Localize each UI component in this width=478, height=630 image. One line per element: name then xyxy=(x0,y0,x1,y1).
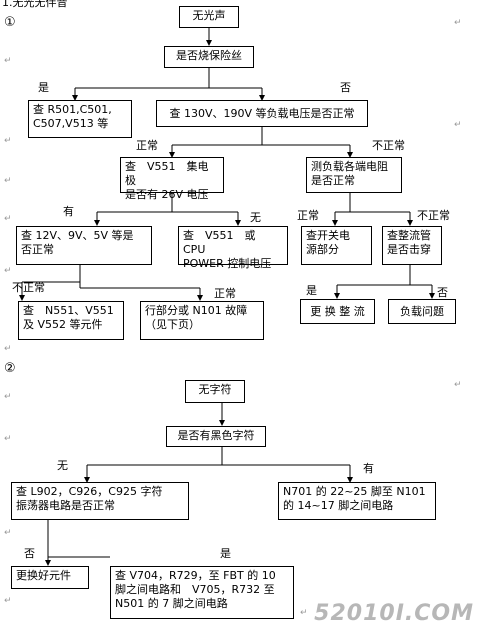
node-black-char: 是否有黑色字符 xyxy=(166,426,266,447)
return-mark: ↵ xyxy=(300,608,308,618)
header-cut-text: 1.无光无伴音 xyxy=(2,0,68,9)
label-no-rectifier: 否 xyxy=(437,286,448,299)
label-abnormal-load: 不正常 xyxy=(417,209,450,222)
node-no-char: 无字符 xyxy=(185,380,245,403)
node-line-n101: 行部分或 N101 故障 （见下页） xyxy=(140,301,264,340)
label-have-26v: 有 xyxy=(63,205,74,218)
return-mark: ↵ xyxy=(4,176,12,186)
return-mark: ↵ xyxy=(4,56,12,66)
label-none-26v: 无 xyxy=(250,211,261,224)
return-mark: ↵ xyxy=(454,120,462,130)
node-load-problem: 负载问题 xyxy=(388,299,456,324)
label-abnormal-12v: 不正常 xyxy=(12,281,45,294)
return-mark: ↵ xyxy=(454,380,462,390)
label-none-black: 无 xyxy=(57,459,68,472)
section2-number: ② xyxy=(4,361,16,376)
node-check-v551: 查 V551 集电极 是否有 26V 电压 xyxy=(120,157,224,201)
label-normal-12v: 正常 xyxy=(214,287,236,300)
return-mark: ↵ xyxy=(4,528,12,538)
label-abnormal-130v: 不正常 xyxy=(372,139,405,152)
node-measure-load: 测负载各端电阻 是否正常 xyxy=(306,157,402,193)
node-check-cpu-power: 查 V551 或 CPU POWER 控制电压 xyxy=(178,226,288,270)
node-n701: N701 的 22~25 脚至 N101 的 14~17 脚之间电路 xyxy=(278,482,436,520)
label-yes-rectifier: 是 xyxy=(306,284,317,297)
section1-number: ① xyxy=(4,15,16,30)
return-mark: ↵ xyxy=(4,434,12,444)
return-mark: ↵ xyxy=(4,596,12,606)
return-mark: ↵ xyxy=(4,136,12,146)
node-replace-rectifier: 更 换 整 流 xyxy=(300,299,375,324)
node-check-130v: 查 130V、190V 等负载电压是否正常 xyxy=(156,100,368,127)
node-check-rectifier: 查整流管 是否击穿 xyxy=(382,226,442,265)
return-mark: ↵ xyxy=(454,18,462,28)
node-no-light: 无光声 xyxy=(179,6,239,28)
node-check-v704: 查 V704，R729，至 FBT 的 10 脚之间电路和 V705，R732 … xyxy=(110,566,294,619)
node-check-12v: 查 12V、9V、5V 等是 否正常 xyxy=(16,226,152,265)
node-check-switch-power: 查开关电 源部分 xyxy=(301,226,372,265)
node-check-l902: 查 L902，C926，C925 字符 振荡器电路是否正常 xyxy=(11,482,189,520)
node-fuse-check: 是否烧保险丝 xyxy=(164,46,254,68)
label-no-fuse: 否 xyxy=(340,81,351,94)
return-mark: ↵ xyxy=(4,214,12,224)
label-normal-130v: 正常 xyxy=(136,139,158,152)
return-mark: ↵ xyxy=(4,392,12,402)
return-mark: ↵ xyxy=(4,266,12,276)
node-check-r501: 查 R501,C501, C507,V513 等 xyxy=(28,100,132,138)
label-no-l902: 否 xyxy=(24,547,35,560)
node-check-n551: 查 N551、V551 及 V552 等元件 xyxy=(18,301,124,340)
label-yes-l902: 是 xyxy=(220,547,231,560)
node-replace-parts: 更换好元件 xyxy=(11,566,89,589)
watermark-logo: 52010I.COM xyxy=(314,601,474,626)
label-yes-fuse: 是 xyxy=(38,81,49,94)
label-have-black: 有 xyxy=(363,462,374,475)
label-normal-load: 正常 xyxy=(297,209,319,222)
return-mark: ↵ xyxy=(4,344,12,354)
